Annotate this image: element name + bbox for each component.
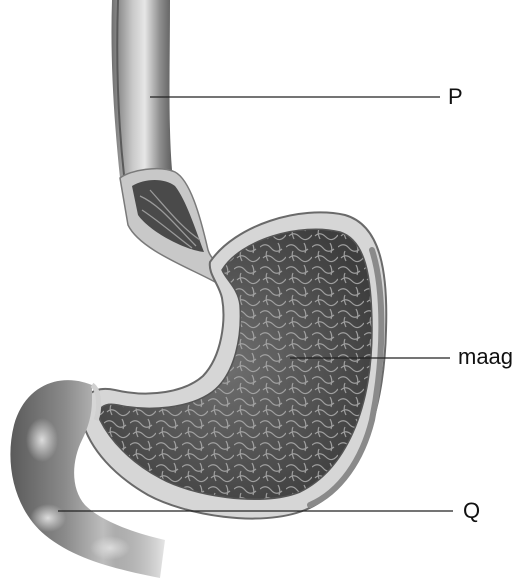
label-maag: maag — [458, 346, 513, 368]
label-q: Q — [463, 500, 480, 522]
label-p: P — [448, 86, 463, 108]
esophagus — [111, 0, 172, 178]
